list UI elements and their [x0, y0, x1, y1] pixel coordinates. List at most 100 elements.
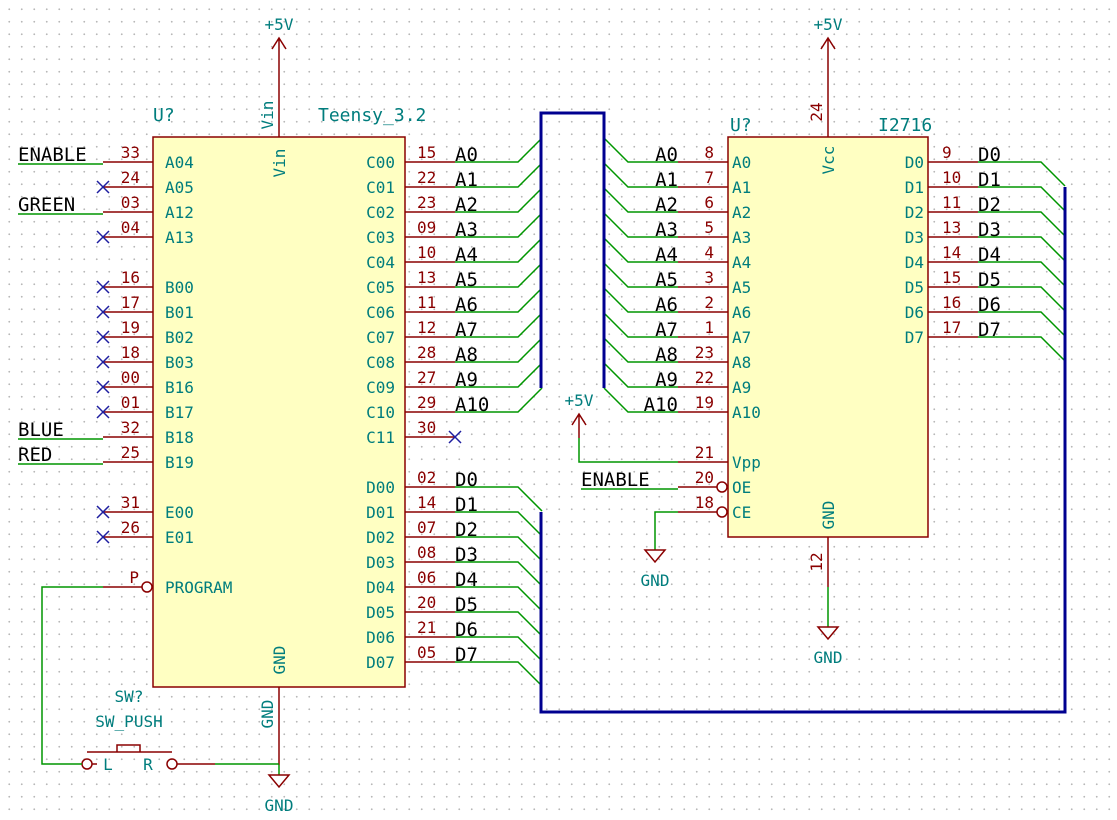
no-connect-cross: [96, 355, 110, 369]
bus-entry-wire: [603, 362, 678, 388]
net-label: A8: [455, 344, 478, 366]
inverted-pin-bubble: [716, 481, 728, 493]
no-connect-icon: [96, 330, 110, 344]
teensy-component: U?Teensy_3.233A04ENABLE24A0503A12GREEN04…: [18, 15, 543, 815]
power-label: +5V: [265, 15, 294, 34]
bus-entry-wire: [455, 611, 543, 637]
pin-number: 16: [942, 293, 961, 312]
power-arrow: [820, 36, 836, 87]
pin-name: OE: [732, 478, 751, 497]
wire: [654, 511, 678, 550]
no-connect-icon: [448, 430, 462, 444]
pin-name: GND: [819, 501, 838, 530]
pin-name: Vpp: [732, 453, 761, 472]
pin-number: 22: [417, 168, 436, 187]
pin-name: C07: [366, 328, 395, 347]
bus-entry-wire: [603, 312, 678, 338]
net-label: A5: [455, 269, 478, 291]
net-label: A0: [455, 144, 478, 166]
pin-name: A0: [732, 153, 751, 172]
buses: [539, 111, 1067, 714]
pin-name: C11: [366, 428, 395, 447]
power-arrow: [571, 412, 587, 438]
pin-number: 15: [417, 143, 436, 162]
net-label: A0: [655, 144, 678, 166]
bus-entry-wire: [455, 661, 543, 687]
net-label: D4: [455, 569, 478, 591]
pin-number: P: [129, 568, 139, 587]
pin-name: D5: [905, 278, 924, 297]
pin-name: C01: [366, 178, 395, 197]
ground-icon: GND: [265, 774, 293, 815]
pin-name: A12: [165, 203, 194, 222]
net-label: BLUE: [18, 419, 64, 441]
pin-name: B03: [165, 353, 194, 372]
net-label: A6: [455, 294, 478, 316]
pin-number: 06: [417, 568, 436, 587]
net-label: A7: [655, 319, 678, 341]
bus-entry-wire: [455, 212, 543, 238]
pin-name: E01: [165, 528, 194, 547]
pin-number: 24: [121, 168, 140, 187]
pin-number: 10: [417, 243, 436, 262]
address-bus: [539, 111, 606, 388]
bus-entry-wire: [455, 387, 543, 413]
net-label: D7: [455, 644, 478, 666]
pin-number: 11: [417, 293, 436, 312]
bus-entry-wire: [978, 311, 1066, 337]
bus-entry-wire: [603, 287, 678, 313]
pin-number: 13: [942, 218, 961, 237]
pin-name: C06: [366, 303, 395, 322]
pin-number: 12: [417, 318, 436, 337]
pin-name: D00: [366, 478, 395, 497]
pin-name: A6: [732, 303, 751, 322]
eprom-vpp-wire: +5V: [565, 391, 678, 463]
eprom-ce-wire: GND: [641, 511, 678, 590]
net-label: A9: [655, 369, 678, 391]
bus-entry-wire: [978, 286, 1066, 312]
pin-number: 23: [695, 343, 714, 362]
eprom-body: [727, 136, 929, 538]
inverted-pin-bubble: [141, 581, 153, 593]
bus-entry-wire: [603, 187, 678, 213]
net-label: RED: [18, 444, 52, 466]
pin-name: D03: [366, 553, 395, 572]
bus-entry-wire: [455, 312, 543, 338]
no-connect-icon: [96, 180, 110, 194]
pin-number: 2: [704, 293, 714, 312]
bus-entry-wire: [455, 287, 543, 313]
bus-entry-wire: [455, 636, 543, 662]
ground-label: GND: [641, 571, 670, 590]
net-label: D1: [978, 169, 1001, 191]
net-label: D5: [455, 594, 478, 616]
no-connect-cross: [96, 330, 110, 344]
bus-entry-wire: [978, 236, 1066, 262]
net-label: A2: [655, 194, 678, 216]
